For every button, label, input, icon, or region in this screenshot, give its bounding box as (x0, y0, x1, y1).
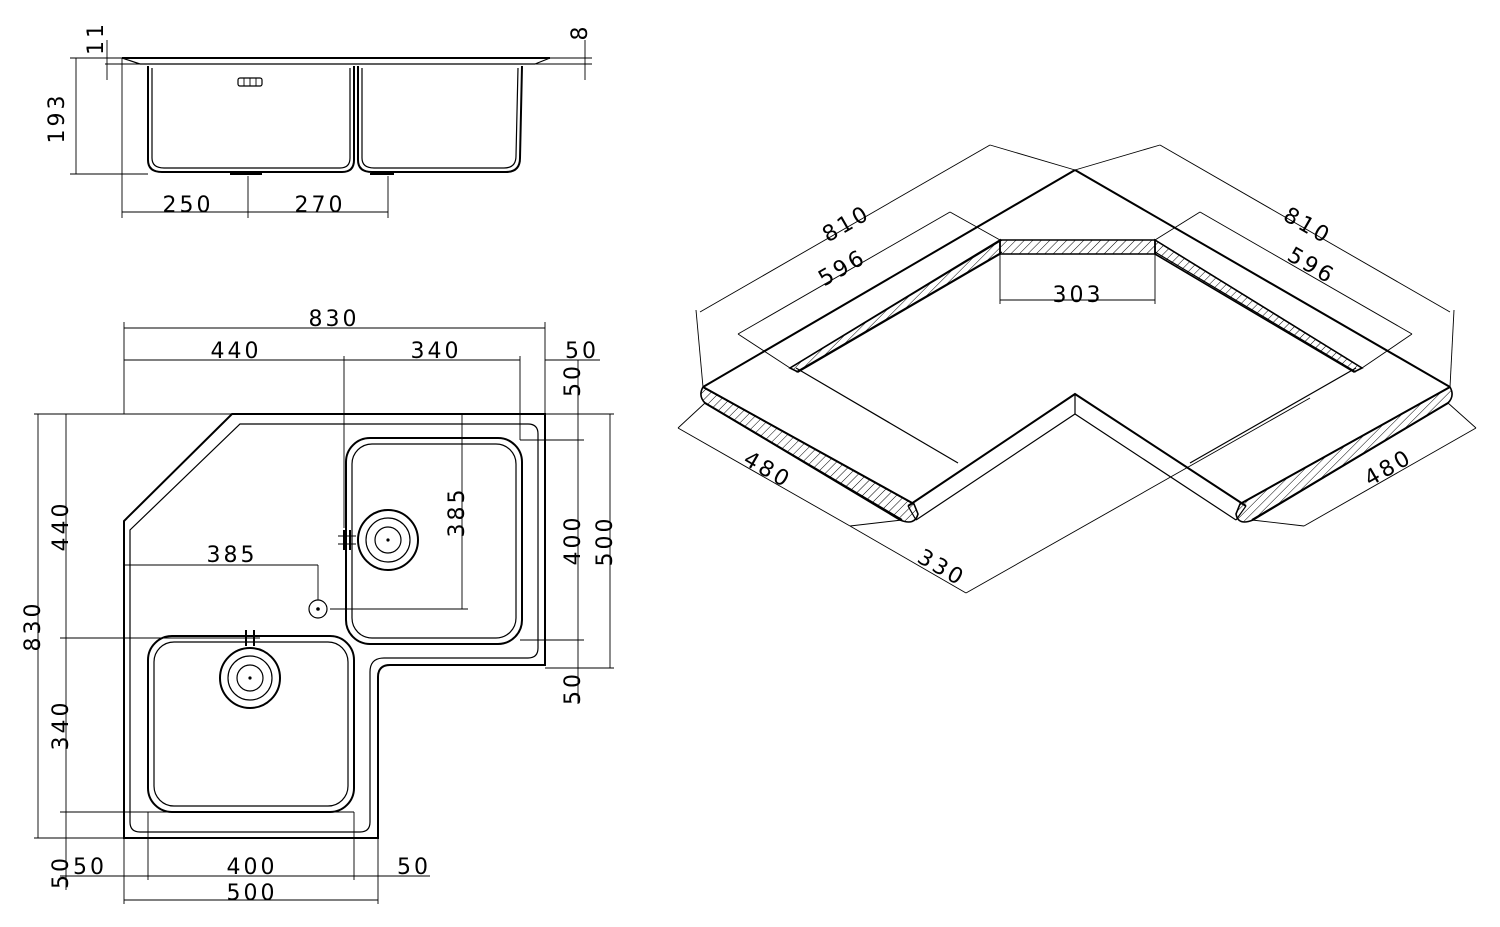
iso-front-notch (907, 392, 1247, 507)
plan-view: 830 440 340 50 50 400 500 50 385 385 (21, 307, 618, 906)
dim-side-bowl-left: 250 (163, 193, 214, 218)
dim-iso-left-outer: 810 (818, 201, 875, 248)
plan-rim-inner (129, 423, 539, 833)
dim-plan-lower-height: 340 (49, 700, 74, 751)
dim-plan-overall-width: 830 (309, 307, 360, 332)
overflow-slot-icon (237, 77, 263, 87)
plan-bowl-left-inner (153, 641, 349, 807)
dim-iso-left-inner: 596 (814, 245, 871, 292)
iso-end-left (700, 385, 919, 523)
dim-iso-left-depth: 480 (739, 447, 796, 494)
dim-iso-front-depth: 330 (913, 545, 970, 592)
iso-section-left (788, 238, 1001, 373)
dim-plan-right-width: 340 (411, 339, 462, 364)
plan-outline (123, 413, 546, 839)
plan-bowl-right-inner (351, 443, 517, 639)
dim-iso-right-depth: 480 (1360, 445, 1417, 492)
plan-bowl-right (345, 437, 523, 645)
side-bowl-left (147, 66, 355, 173)
dim-plan-bottom-overall: 500 (227, 881, 278, 906)
dim-plan-overall-height: 830 (21, 601, 46, 652)
center-mark-right-icon (338, 530, 356, 550)
drain-left-icon (219, 647, 281, 709)
dim-plan-upper-margin: 50 (561, 363, 586, 397)
side-rim-left-end (121, 57, 141, 65)
dim-plan-bottom-left-margin-h: 50 (73, 855, 107, 880)
dim-plan-bottom-right-margin: 50 (397, 855, 431, 880)
dim-side-rim: 8 (568, 24, 593, 41)
iso-view: 810 596 303 810 596 480 330 480 (677, 144, 1477, 594)
dim-side-depth: 193 (45, 93, 70, 144)
plan-bowl-left (147, 635, 355, 813)
dim-iso-right-inner: 596 (1283, 243, 1340, 290)
iso-section-right (1154, 238, 1364, 373)
dim-iso-center-gap: 303 (1053, 283, 1104, 308)
dim-side-lip: 11 (84, 21, 109, 55)
side-bowl-right-inner (361, 67, 519, 169)
dim-iso-right-outer: 810 (1279, 203, 1336, 250)
iso-top-right-edge (1074, 169, 1451, 388)
dim-plan-wing-height: 500 (593, 516, 618, 567)
dim-plan-bowl-height: 400 (561, 515, 586, 566)
tap-hole-icon (308, 599, 328, 619)
dim-plan-bottom-bowl-width: 400 (227, 855, 278, 880)
dim-plan-bottom-left-margin-v: 50 (49, 855, 74, 889)
dim-plan-left-height: 440 (49, 501, 74, 552)
side-bowl-right (357, 65, 523, 173)
iso-end-right (1235, 385, 1453, 523)
dim-side-bowl-right: 270 (295, 193, 346, 218)
side-bowl-left-inner (151, 68, 351, 169)
dim-plan-lower-margin: 50 (561, 671, 586, 705)
side-rim-right-end (534, 57, 551, 65)
side-view: 11 8 193 250 270 (45, 21, 593, 218)
dim-plan-drain-offset: 385 (207, 543, 258, 568)
dim-plan-left-width: 440 (211, 339, 262, 364)
iso-section-center (999, 239, 1156, 255)
drain-right-icon (357, 509, 419, 571)
iso-top-left-edge (702, 169, 1076, 388)
dim-plan-drain-spacing: 385 (445, 487, 470, 538)
